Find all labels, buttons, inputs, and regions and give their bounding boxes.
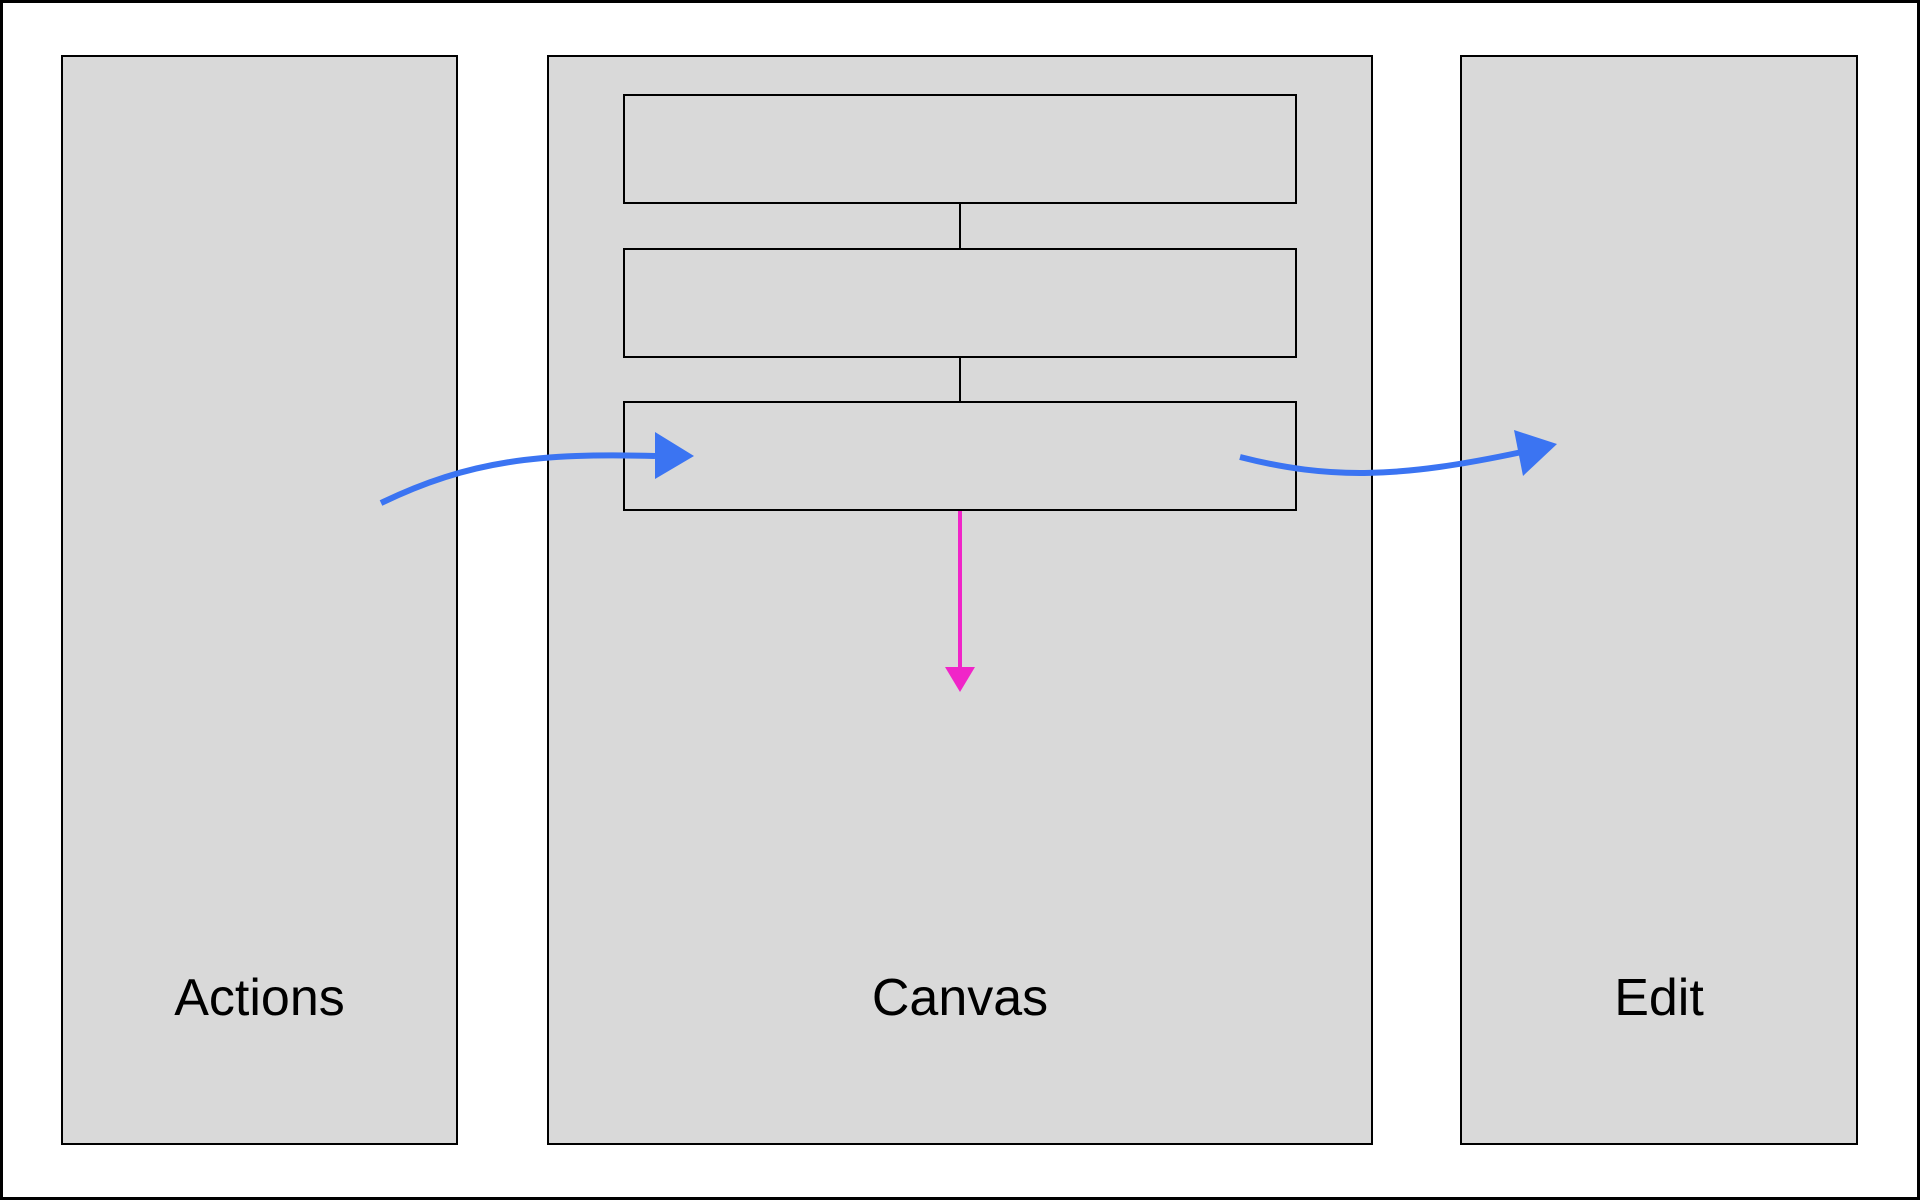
canvas-label: Canvas	[871, 969, 1049, 1027]
edit-panel: Edit	[1460, 55, 1858, 1145]
actions-panel: Actions	[61, 55, 458, 1145]
edit-label: Edit	[1614, 969, 1704, 1027]
canvas-block-2	[623, 248, 1297, 358]
canvas-panel: Canvas	[547, 55, 1373, 1145]
canvas-block-3	[623, 401, 1297, 511]
canvas-block-1	[623, 94, 1297, 204]
actions-label: Actions	[174, 969, 345, 1027]
